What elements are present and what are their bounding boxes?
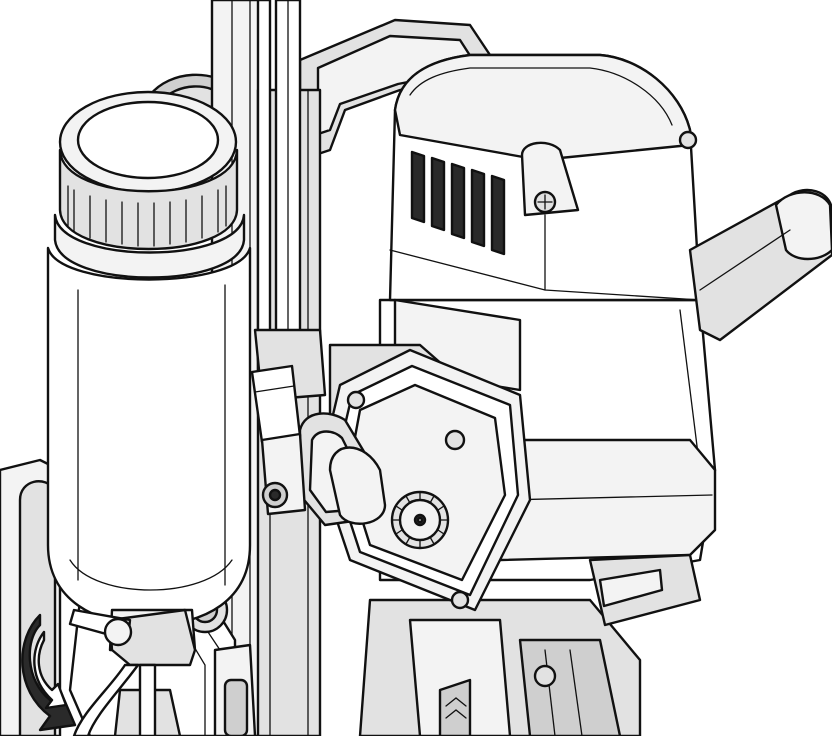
hose-clamp	[250, 328, 327, 516]
coolant-hose	[256, 0, 302, 382]
control-box	[298, 343, 532, 612]
coolant-bottle	[46, 90, 252, 736]
knob-ridges	[391, 491, 449, 549]
cap-ridges	[67, 185, 227, 247]
side-handle	[688, 188, 832, 342]
drill-motor-body	[358, 53, 717, 736]
rotation-arrow-icon	[21, 613, 77, 732]
